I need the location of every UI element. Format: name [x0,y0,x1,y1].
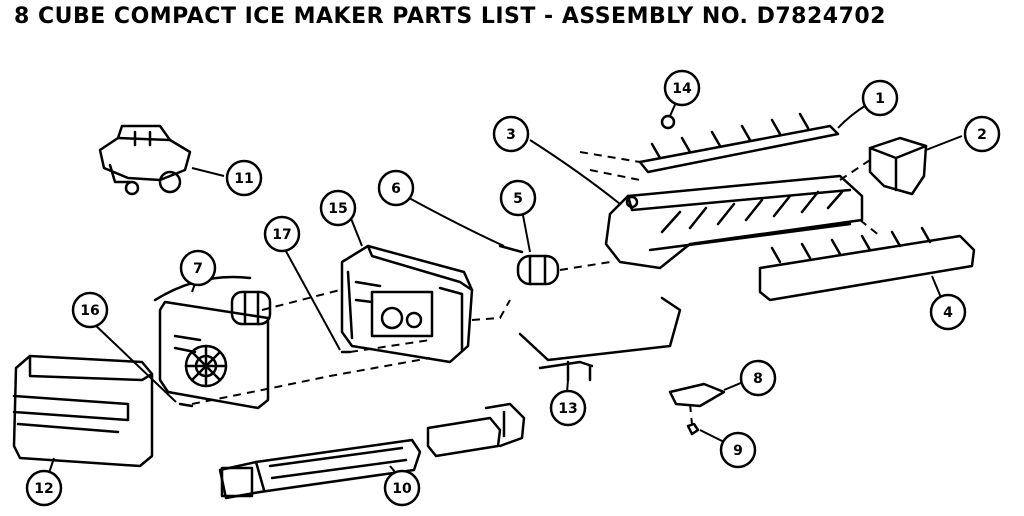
callout-10: 10 [383,469,421,507]
part-5-thermostat [498,244,560,286]
svg-text:9: 9 [733,443,743,459]
part-10-wire-harness [218,438,422,500]
svg-text:12: 12 [34,481,53,497]
diagram-title: 8 CUBE COMPACT ICE MAKER PARTS LIST - AS… [14,4,886,29]
callout-17: 17 [263,215,301,253]
callout-5: 5 [499,179,537,217]
svg-text:8: 8 [753,371,763,387]
part-7-motor-plate [153,275,272,410]
part-4-stripper [758,226,976,302]
callout-4: 4 [929,293,967,331]
part-8-bracket [668,382,726,408]
leader-lines [47,97,963,479]
callout-12: 12 [25,469,63,507]
part-2-fill-cup [868,136,928,196]
svg-text:2: 2 [977,127,987,143]
callout-1: 1 [861,79,899,117]
callout-6: 6 [377,169,415,207]
callout-labels: 1 2 3 4 5 6 7 8 9 10 11 12 13 14 15 16 1… [25,69,1001,507]
svg-text:15: 15 [328,201,347,217]
svg-text:6: 6 [391,181,401,197]
part-15-housing [340,244,474,364]
part-1-ejector [638,112,840,174]
part-14-retainer [660,114,676,130]
callout-7: 7 [179,249,217,287]
svg-text:5: 5 [513,191,523,207]
assembly-lines [191,151,881,425]
callout-2: 2 [963,115,1001,153]
svg-text:14: 14 [672,81,692,97]
callout-3: 3 [492,115,530,153]
part-11-water-valve [98,124,192,196]
svg-text:11: 11 [234,171,253,187]
part-connector [426,402,526,458]
callout-9: 9 [719,431,757,469]
svg-text:1: 1 [875,91,885,107]
callout-14: 14 [663,69,701,107]
svg-text:10: 10 [392,481,412,497]
part-16-screw [178,402,194,408]
svg-text:16: 16 [80,303,99,319]
part-3-mold [604,174,864,270]
part-13-shutoff-arm [518,296,682,382]
svg-text:17: 17 [272,227,291,243]
svg-text:4: 4 [943,305,953,321]
svg-text:7: 7 [193,261,203,277]
svg-text:3: 3 [506,127,516,143]
callout-8: 8 [739,359,777,397]
callout-13: 13 [549,389,587,427]
callout-11: 11 [225,159,263,197]
svg-text:13: 13 [558,401,577,417]
part-12-front-cover [12,354,154,468]
part-9-screw [686,422,700,436]
callout-16: 16 [71,291,109,329]
callout-15: 15 [319,189,357,227]
